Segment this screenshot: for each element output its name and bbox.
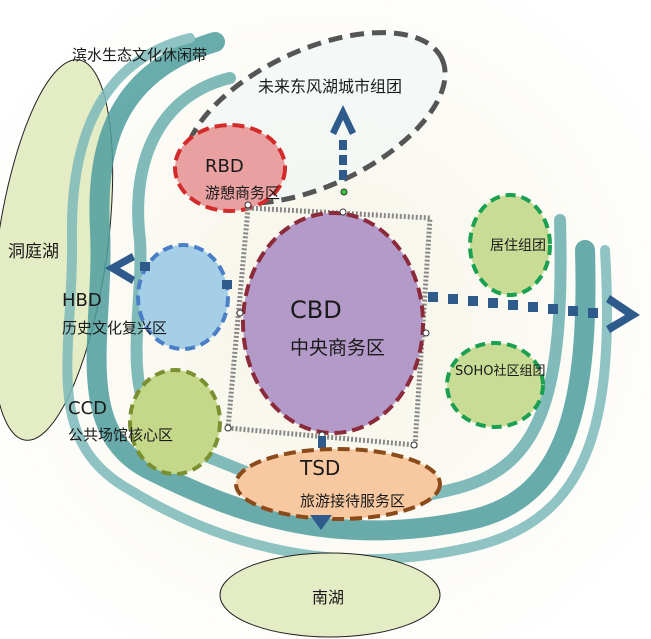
hbd-zone	[136, 243, 230, 351]
ccd-code: CCD	[68, 398, 107, 419]
cbd-code: CBD	[290, 296, 342, 324]
tsd-zone	[234, 447, 442, 521]
residential-label: 居住组团	[490, 238, 546, 254]
tsd-code: TSD	[299, 456, 340, 480]
ccd-zone	[128, 368, 222, 476]
cbd-zone	[241, 211, 425, 435]
rbd-code: RBD	[205, 156, 244, 177]
hbd-code: HBD	[62, 290, 102, 311]
hbd-name: 历史文化复兴区	[62, 319, 167, 337]
dongting-lake-label: 洞庭湖	[8, 242, 59, 262]
tsd-name: 旅游接待服务区	[300, 492, 405, 510]
soho-zone	[445, 341, 545, 429]
arrow-left-icon	[105, 253, 232, 289]
arrow-up-icon	[330, 105, 356, 180]
future-cluster-label: 未来东风湖城市组团	[258, 77, 402, 96]
south-lake	[219, 552, 441, 638]
ccd-name: 公共场馆核心区	[68, 426, 173, 444]
riverfront-belt-label: 滨水生态文化休闲带	[72, 46, 207, 64]
connector-icon	[318, 436, 326, 448]
rbd-name: 游憩商务区	[205, 184, 280, 202]
arrow-down-icon	[310, 515, 332, 530]
south-lake-label: 南湖	[312, 588, 344, 607]
rbd-zone	[173, 123, 287, 213]
arrow-right-icon	[428, 292, 640, 333]
soho-label: SOHO社区组团	[455, 363, 546, 379]
cbd-name: 中央商务区	[290, 337, 385, 359]
residential-zone	[468, 193, 552, 297]
